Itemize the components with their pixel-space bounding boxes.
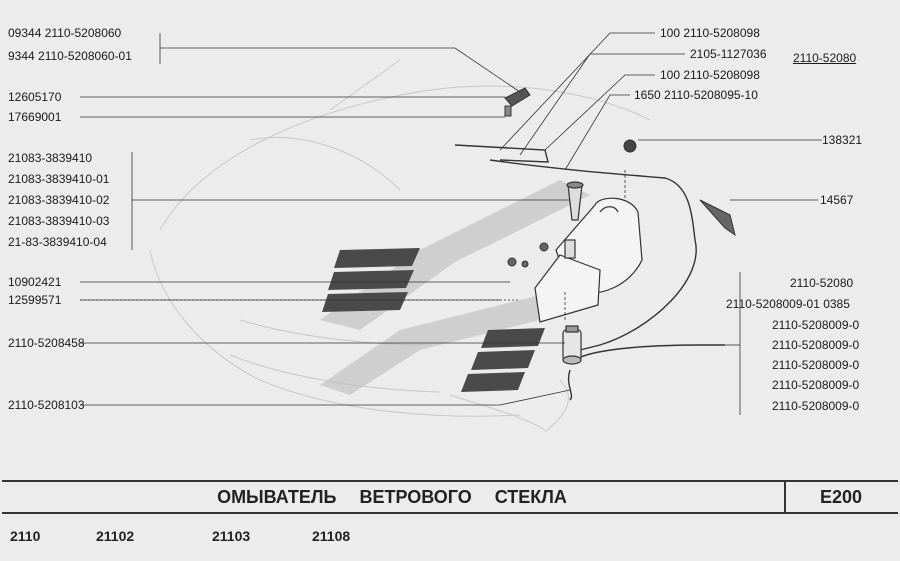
- washer-pump: [562, 325, 582, 365]
- part-label-group-right-6: 2110-5208009-0: [772, 378, 860, 392]
- hose-front-nozzles: [454, 144, 549, 163]
- part-label-right-6: 138321: [822, 133, 863, 147]
- part-label-group-left-3: 21083-3839410-02: [8, 193, 110, 207]
- leader-lines: [80, 32, 822, 415]
- filler-neck: [566, 181, 584, 221]
- page-title: ОМЫВАТЕЛЬ ВЕТРОВОГО СТЕКЛА: [217, 487, 567, 507]
- part-label-right-7: 14567: [820, 193, 854, 207]
- model-label-3: 21103: [212, 528, 251, 544]
- part-label-left-4: 17669001: [8, 110, 62, 124]
- small-fasteners: [507, 139, 736, 268]
- part-label-group-right-5: 2110-5208009-0: [772, 358, 860, 372]
- part-label-left-7: 2110-5208458: [8, 336, 85, 350]
- part-label-group-left-4: 21083-3839410-03: [8, 214, 110, 228]
- part-label-left-6: 12599571: [8, 293, 62, 307]
- washer-hoses: [454, 144, 725, 401]
- washer-tank: [534, 197, 643, 323]
- model-label-2: 21102: [96, 528, 135, 544]
- part-label-group-right-3: 2110-5208009-0: [772, 318, 860, 332]
- part-label-group-left-1: 21083-3839410: [8, 151, 93, 165]
- watermark-bar-2: [328, 270, 414, 290]
- watermark-chevron-lower: [320, 295, 560, 395]
- part-label-group-right-4: 2110-5208009-0: [772, 338, 860, 352]
- part-label-left-2: 9344 2110-5208060-01: [8, 49, 132, 63]
- page-code: E200: [784, 482, 896, 512]
- part-label-group-left-5: 21-83-3839410-04: [8, 235, 107, 249]
- watermark-bar-5: [471, 350, 535, 370]
- car-body-outline: [149, 59, 651, 433]
- watermark-bar-1: [334, 248, 420, 268]
- hose-bottom: [567, 369, 573, 401]
- part-label-right-2: 2105-1127036: [690, 47, 767, 61]
- hose-lower: [574, 344, 725, 361]
- part-label-group-right-2: 2110-5208009-01 0385: [726, 297, 850, 311]
- part-label-group-left-2: 21083-3839410-01: [8, 172, 110, 186]
- watermark-chevron-upper: [320, 180, 590, 330]
- part-label-group-right-7: 2110-5208009-0: [772, 399, 860, 413]
- part-label-right-5: 2110-52080: [793, 51, 857, 65]
- part-label-right-3: 100 2110-5208098: [660, 68, 760, 82]
- model-label-4: 21108: [312, 528, 351, 544]
- part-label-group-right-1: 2110-52080: [790, 276, 854, 290]
- model-label-1: 2110: [10, 528, 41, 544]
- washer-assembly-diagram: [80, 32, 822, 433]
- windshield-nozzle: [504, 87, 531, 117]
- hose-main-line: [489, 159, 696, 241]
- title-bar: ОМЫВАТЕЛЬ ВЕТРОВОГО СТЕКЛА E200: [2, 480, 898, 514]
- hose-to-tank: [579, 239, 697, 351]
- part-label-left-1: 09344 2110-5208060: [8, 26, 122, 40]
- part-label-right-1: 100 2110-5208098: [660, 26, 760, 40]
- part-label-right-4: 1650 2110-5208095-10: [634, 88, 758, 102]
- watermark-bar-3: [322, 292, 408, 312]
- part-label-left-5: 10902421: [8, 275, 62, 289]
- part-label-left-3: 12605170: [8, 90, 62, 104]
- part-label-left-8: 2110-5208103: [8, 398, 85, 412]
- watermark-bar-4: [481, 328, 545, 348]
- watermark-bar-6: [461, 372, 525, 392]
- watermark-logo: [320, 180, 590, 395]
